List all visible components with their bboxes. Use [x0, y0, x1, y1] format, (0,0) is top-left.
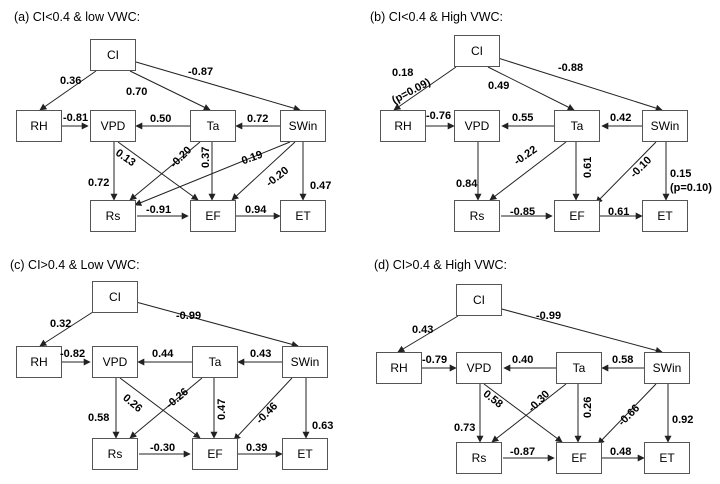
coef-swin-et-p: (p=0.10)	[670, 182, 712, 194]
coef-rs-ef: -0.91	[146, 204, 172, 216]
coef-rh-vpd: -0.76	[426, 110, 452, 122]
coef-swin-et: 0.15	[670, 168, 692, 180]
node-ci: CI	[456, 284, 502, 316]
panel-title: (b) CI<0.4 & High VWC:	[370, 10, 504, 24]
coef-ci-swin: -0.99	[176, 310, 202, 322]
node-swin: SWin	[282, 346, 328, 378]
coef-ci-swin: -0.87	[188, 66, 214, 78]
coef-ta-vpd: 0.55	[512, 112, 534, 124]
coef-ta-ef: 0.37	[200, 146, 212, 168]
node-rh: RH	[16, 110, 62, 142]
node-ef: EF	[556, 442, 602, 474]
panel-b: (b) CI<0.4 & High VWC: CI RH VPD Ta SWin…	[360, 0, 720, 242]
coef-ci-rh: 0.32	[50, 318, 72, 330]
coef-vpd-rs: 0.72	[88, 177, 110, 189]
coef-ta-ef: 0.61	[582, 156, 594, 178]
coef-ef-et: 0.61	[608, 206, 630, 218]
node-ta: Ta	[556, 352, 602, 384]
coef-swin-et: 0.47	[310, 180, 332, 192]
coef-ci-rh: 0.18	[392, 67, 414, 79]
coef-ef-et: 0.39	[246, 442, 268, 454]
node-ef: EF	[190, 200, 236, 232]
node-ta: Ta	[190, 110, 236, 142]
node-ta: Ta	[192, 346, 238, 378]
node-ci: CI	[90, 39, 136, 71]
coef-ci-swin: -0.88	[558, 62, 584, 74]
coef-ef-et: 0.94	[245, 204, 267, 216]
coef-ta-vpd: 0.40	[512, 354, 534, 366]
node-et: ET	[280, 200, 326, 232]
path-arrows	[393, 57, 670, 220]
coef-swin-ta: 0.72	[247, 113, 269, 125]
node-rs: Rs	[456, 442, 502, 474]
node-rh: RH	[380, 110, 426, 142]
panel-title: (d) CI>0.4 & High VWC:	[374, 258, 508, 272]
panel-title: (c) CI>0.4 & Low VWC:	[10, 258, 140, 272]
node-ef: EF	[192, 438, 238, 470]
coef-ci-ta: 0.49	[488, 80, 510, 92]
node-rh: RH	[16, 346, 62, 378]
coef-vpd-rs: 0.58	[88, 412, 110, 424]
panel-a: (a) CI<0.4 & low VWC: CI RH VPD Ta SWin …	[0, 0, 360, 242]
node-vpd: VPD	[92, 346, 138, 378]
coef-ta-vpd: 0.44	[152, 348, 174, 360]
node-swin: SWin	[280, 110, 326, 142]
coef-ta-ef: 0.47	[216, 398, 228, 420]
path-arrows	[39, 301, 310, 458]
node-ci: CI	[92, 281, 138, 313]
coef-swin-ta: 0.43	[250, 348, 272, 360]
node-et: ET	[282, 438, 328, 470]
node-rs: Rs	[90, 200, 136, 232]
panel-d: (d) CI>0.4 & High VWC: CI RH VPD Ta SWin…	[360, 242, 720, 484]
coef-ci-rh: 0.36	[60, 75, 82, 87]
node-rs: Rs	[92, 438, 138, 470]
node-vpd: VPD	[454, 110, 500, 142]
node-et: ET	[642, 200, 688, 232]
coef-rh-vpd: -0.81	[63, 112, 89, 124]
coef-ci-rh: 0.43	[412, 324, 434, 336]
coef-ta-vpd: 0.50	[150, 113, 172, 125]
path-arrows	[397, 307, 672, 462]
node-et: ET	[644, 442, 690, 474]
coef-rh-vpd: -0.82	[60, 348, 86, 360]
node-ta: Ta	[554, 110, 600, 142]
node-vpd: VPD	[90, 110, 136, 142]
coef-swin-et: 0.63	[312, 420, 334, 432]
node-swin: SWin	[644, 352, 690, 384]
node-swin: SWin	[642, 110, 688, 142]
coef-rs-ef: -0.87	[510, 446, 536, 458]
panel-c: (c) CI>0.4 & Low VWC: CI RH VPD Ta SWin …	[0, 242, 360, 484]
coef-vpd-rs: 0.84	[456, 178, 478, 190]
coef-swin-ta: 0.42	[610, 112, 632, 124]
node-vpd: VPD	[456, 352, 502, 384]
coef-ci-swin: -0.99	[536, 310, 562, 322]
coef-rh-vpd: -0.79	[422, 354, 448, 366]
coef-ef-et: 0.48	[610, 446, 632, 458]
panel-title: (a) CI<0.4 & low VWC:	[14, 10, 141, 24]
node-rh: RH	[376, 352, 422, 384]
coef-swin-et: 0.92	[672, 414, 694, 426]
coef-rs-ef: -0.85	[510, 206, 536, 218]
node-ef: EF	[554, 200, 600, 232]
coef-swin-ta: 0.58	[612, 354, 634, 366]
coef-vpd-rs: 0.73	[454, 422, 476, 434]
node-rs: Rs	[454, 200, 500, 232]
node-ci: CI	[454, 35, 500, 67]
coef-rs-ef: -0.30	[150, 442, 176, 454]
path-arrows	[39, 61, 307, 220]
coef-ci-ta: 0.70	[126, 86, 148, 98]
coef-ta-ef: 0.26	[582, 396, 594, 418]
